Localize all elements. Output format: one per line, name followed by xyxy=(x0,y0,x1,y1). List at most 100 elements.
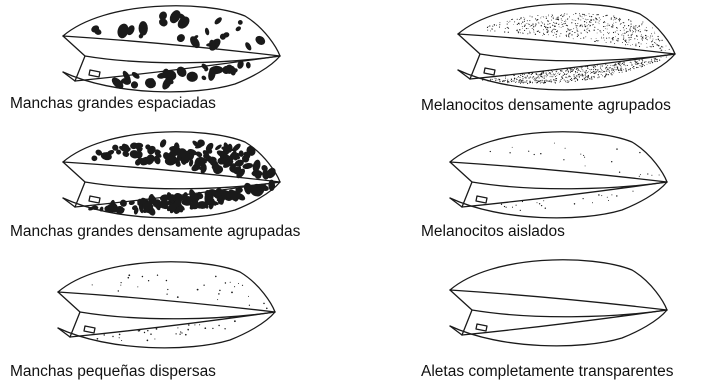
pigment-mark xyxy=(552,25,553,26)
pigment-mark xyxy=(615,36,616,37)
pigment-mark xyxy=(586,70,587,71)
pigment-mark xyxy=(547,29,548,30)
pigment-mark xyxy=(600,68,601,69)
pigment-mark xyxy=(589,13,590,14)
pigment-mark xyxy=(534,32,535,33)
pigment-mark xyxy=(524,18,525,19)
pigment-mark xyxy=(568,29,569,30)
pigment-mark xyxy=(587,68,588,69)
pigment-mark xyxy=(487,30,488,31)
pigment-mark xyxy=(558,17,559,18)
pigment-mark xyxy=(602,72,603,73)
pigment-mark xyxy=(635,61,636,62)
pigment-mark xyxy=(557,73,558,74)
pigment-mark xyxy=(635,26,636,27)
pigment-mark xyxy=(650,46,651,47)
pigment-mark xyxy=(571,34,572,35)
pigment-mark xyxy=(603,37,604,38)
pigment-mark xyxy=(175,333,176,334)
pigment-mark xyxy=(669,49,670,50)
pigment-mark xyxy=(631,65,632,66)
pigment-mark xyxy=(650,35,651,36)
pigment-mark xyxy=(508,79,509,80)
pigment-mark xyxy=(567,14,568,15)
pigment-mark xyxy=(631,26,632,27)
pigment-mark xyxy=(577,29,578,30)
pigment-mark xyxy=(587,66,588,67)
pigment-mark xyxy=(586,66,587,67)
pigment-mark xyxy=(166,293,167,294)
pigment-mark xyxy=(535,25,536,26)
pigment-mark xyxy=(154,338,155,339)
pigment-mark xyxy=(608,200,609,201)
pigment-mark xyxy=(551,72,552,73)
pigment-mark xyxy=(578,19,579,20)
pigment-mark xyxy=(567,78,568,79)
pigment-mark xyxy=(566,36,567,37)
pigment-mark xyxy=(552,71,553,72)
pigment-mark xyxy=(514,78,515,79)
pigment-mark xyxy=(607,23,608,24)
pigment-mark xyxy=(585,165,586,166)
pigment-mark xyxy=(548,71,549,72)
pigment-mark xyxy=(559,74,560,75)
pigment-mark xyxy=(536,77,537,78)
pigment-mark xyxy=(620,30,621,31)
pigment-mark xyxy=(625,65,626,66)
pigment-mark xyxy=(591,72,592,73)
caption-isolated-melanophores: Melanocitos aislados xyxy=(421,223,565,240)
pigment-mark xyxy=(563,75,564,76)
pigment-mark xyxy=(596,38,597,39)
pigment-mark xyxy=(547,30,548,31)
pigment-mark xyxy=(551,82,552,83)
pigment-mark xyxy=(524,21,525,22)
pigment-mark xyxy=(528,73,529,74)
pigment-mark xyxy=(622,63,623,64)
pigment-mark xyxy=(505,76,506,77)
pigment-mark xyxy=(487,27,488,28)
pigment-mark xyxy=(524,77,525,78)
pigment-mark xyxy=(527,83,528,84)
pigment-mark xyxy=(633,26,634,27)
pigment-mark xyxy=(538,81,539,82)
pigment-mark xyxy=(639,60,640,61)
pigment-mark xyxy=(556,75,557,76)
pigment-mark xyxy=(648,36,649,37)
pigment-mark xyxy=(554,32,555,33)
pigment-mark xyxy=(603,34,604,35)
pigment-mark xyxy=(632,67,633,68)
pigment-mark xyxy=(552,32,553,33)
pigment-mark xyxy=(613,20,614,21)
pigment-mark xyxy=(611,161,612,162)
pigment-mark xyxy=(635,45,636,46)
pigment-mark xyxy=(515,82,516,83)
pigment-mark xyxy=(212,328,213,329)
pigment-mark xyxy=(596,71,597,72)
pigment-mark xyxy=(490,80,491,81)
pigment-mark xyxy=(582,69,583,70)
pigment-mark xyxy=(585,73,586,74)
pigment-mark xyxy=(521,81,522,82)
pigment-mark xyxy=(661,50,662,51)
pigment-mark xyxy=(557,69,558,70)
pigment-mark xyxy=(623,64,624,65)
pigment-mark xyxy=(588,71,589,72)
pigment-mark xyxy=(594,27,595,28)
pigment-mark xyxy=(501,204,502,205)
pigment-mark xyxy=(544,75,545,76)
pigment-mark xyxy=(546,16,547,17)
pigment-mark xyxy=(218,293,220,295)
pigment-mark xyxy=(580,16,581,17)
panel-dense-melanophores xyxy=(458,4,675,90)
pigment-mark xyxy=(561,14,562,15)
pigment-mark xyxy=(564,21,565,22)
pigment-mark xyxy=(538,31,539,32)
pigment-mark xyxy=(592,24,593,25)
pigment-mark xyxy=(623,35,624,36)
pigment-mark xyxy=(609,70,610,71)
pigment-mark xyxy=(521,80,522,81)
pigment-mark xyxy=(609,71,610,72)
pigment-mark xyxy=(538,22,539,23)
pigment-mark xyxy=(635,64,636,65)
pigment-mark xyxy=(569,29,570,30)
